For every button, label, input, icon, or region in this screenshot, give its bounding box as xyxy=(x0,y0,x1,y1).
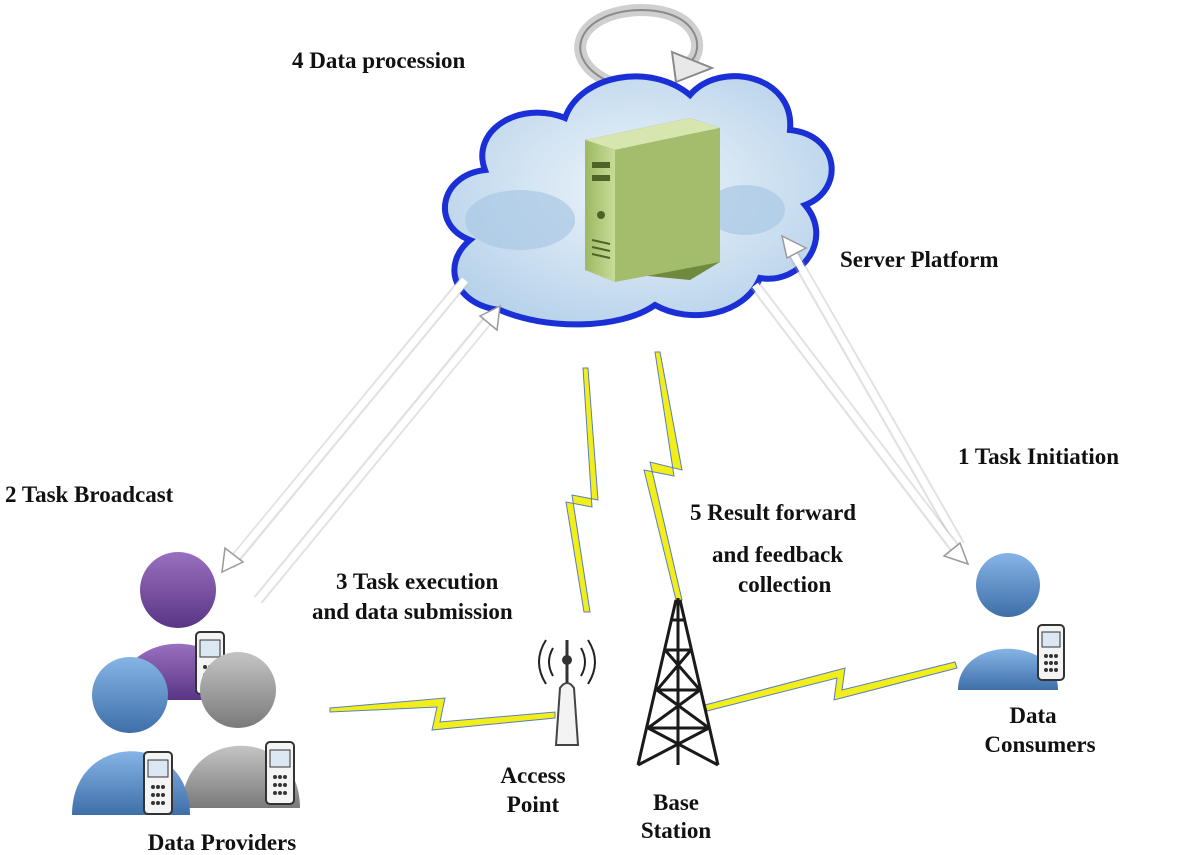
base-station-label-line1: Base xyxy=(653,790,699,815)
broadcast-arrow xyxy=(221,276,470,574)
access-point-icon xyxy=(538,639,596,746)
base-station-label-line2: Station xyxy=(641,818,712,843)
mobile-phone-icon xyxy=(143,751,173,815)
task-initiation-label: 1 Task Initiation xyxy=(958,444,1119,469)
lightning-access-point-to-cloud xyxy=(565,367,599,613)
result-forward-label-line1: 5 Result forward xyxy=(690,500,856,525)
data-consumer-avatar xyxy=(958,553,1065,690)
server-icon xyxy=(585,118,720,282)
initiation-arrow xyxy=(780,234,965,548)
result-forward-label-line3: collection xyxy=(738,572,831,597)
data-consumers-label-line2: Consumers xyxy=(984,732,1095,757)
data-procession-label: 4 Data procession xyxy=(292,48,466,73)
data-provider-gray-avatar xyxy=(182,652,300,808)
task-execution-label-line1: 3 Task execution xyxy=(336,569,499,594)
refresh-arrow-icon xyxy=(574,3,715,88)
mobile-phone-icon xyxy=(1037,624,1065,681)
server-platform-label: Server Platform xyxy=(840,247,999,272)
result-forward-label-line2: and feedback xyxy=(712,542,843,567)
access-point-label-line2: Point xyxy=(507,792,560,817)
base-station-icon xyxy=(636,598,720,767)
result-arrow xyxy=(750,281,970,566)
task-execution-label-line2: and data submission xyxy=(312,599,513,624)
lightning-base-station-to-consumers xyxy=(704,661,958,712)
submission-arrow xyxy=(253,304,501,604)
data-consumers-label-line1: Data xyxy=(1009,703,1057,728)
access-point-label-line1: Access xyxy=(500,763,565,788)
lightning-base-station-to-cloud xyxy=(643,351,683,601)
data-provider-blue-avatar xyxy=(72,657,190,815)
data-providers-label: Data Providers xyxy=(148,830,296,855)
task-broadcast-label: 2 Task Broadcast xyxy=(5,482,174,507)
mobile-phone-icon xyxy=(265,741,295,805)
lightning-providers-to-access-point xyxy=(329,697,556,731)
